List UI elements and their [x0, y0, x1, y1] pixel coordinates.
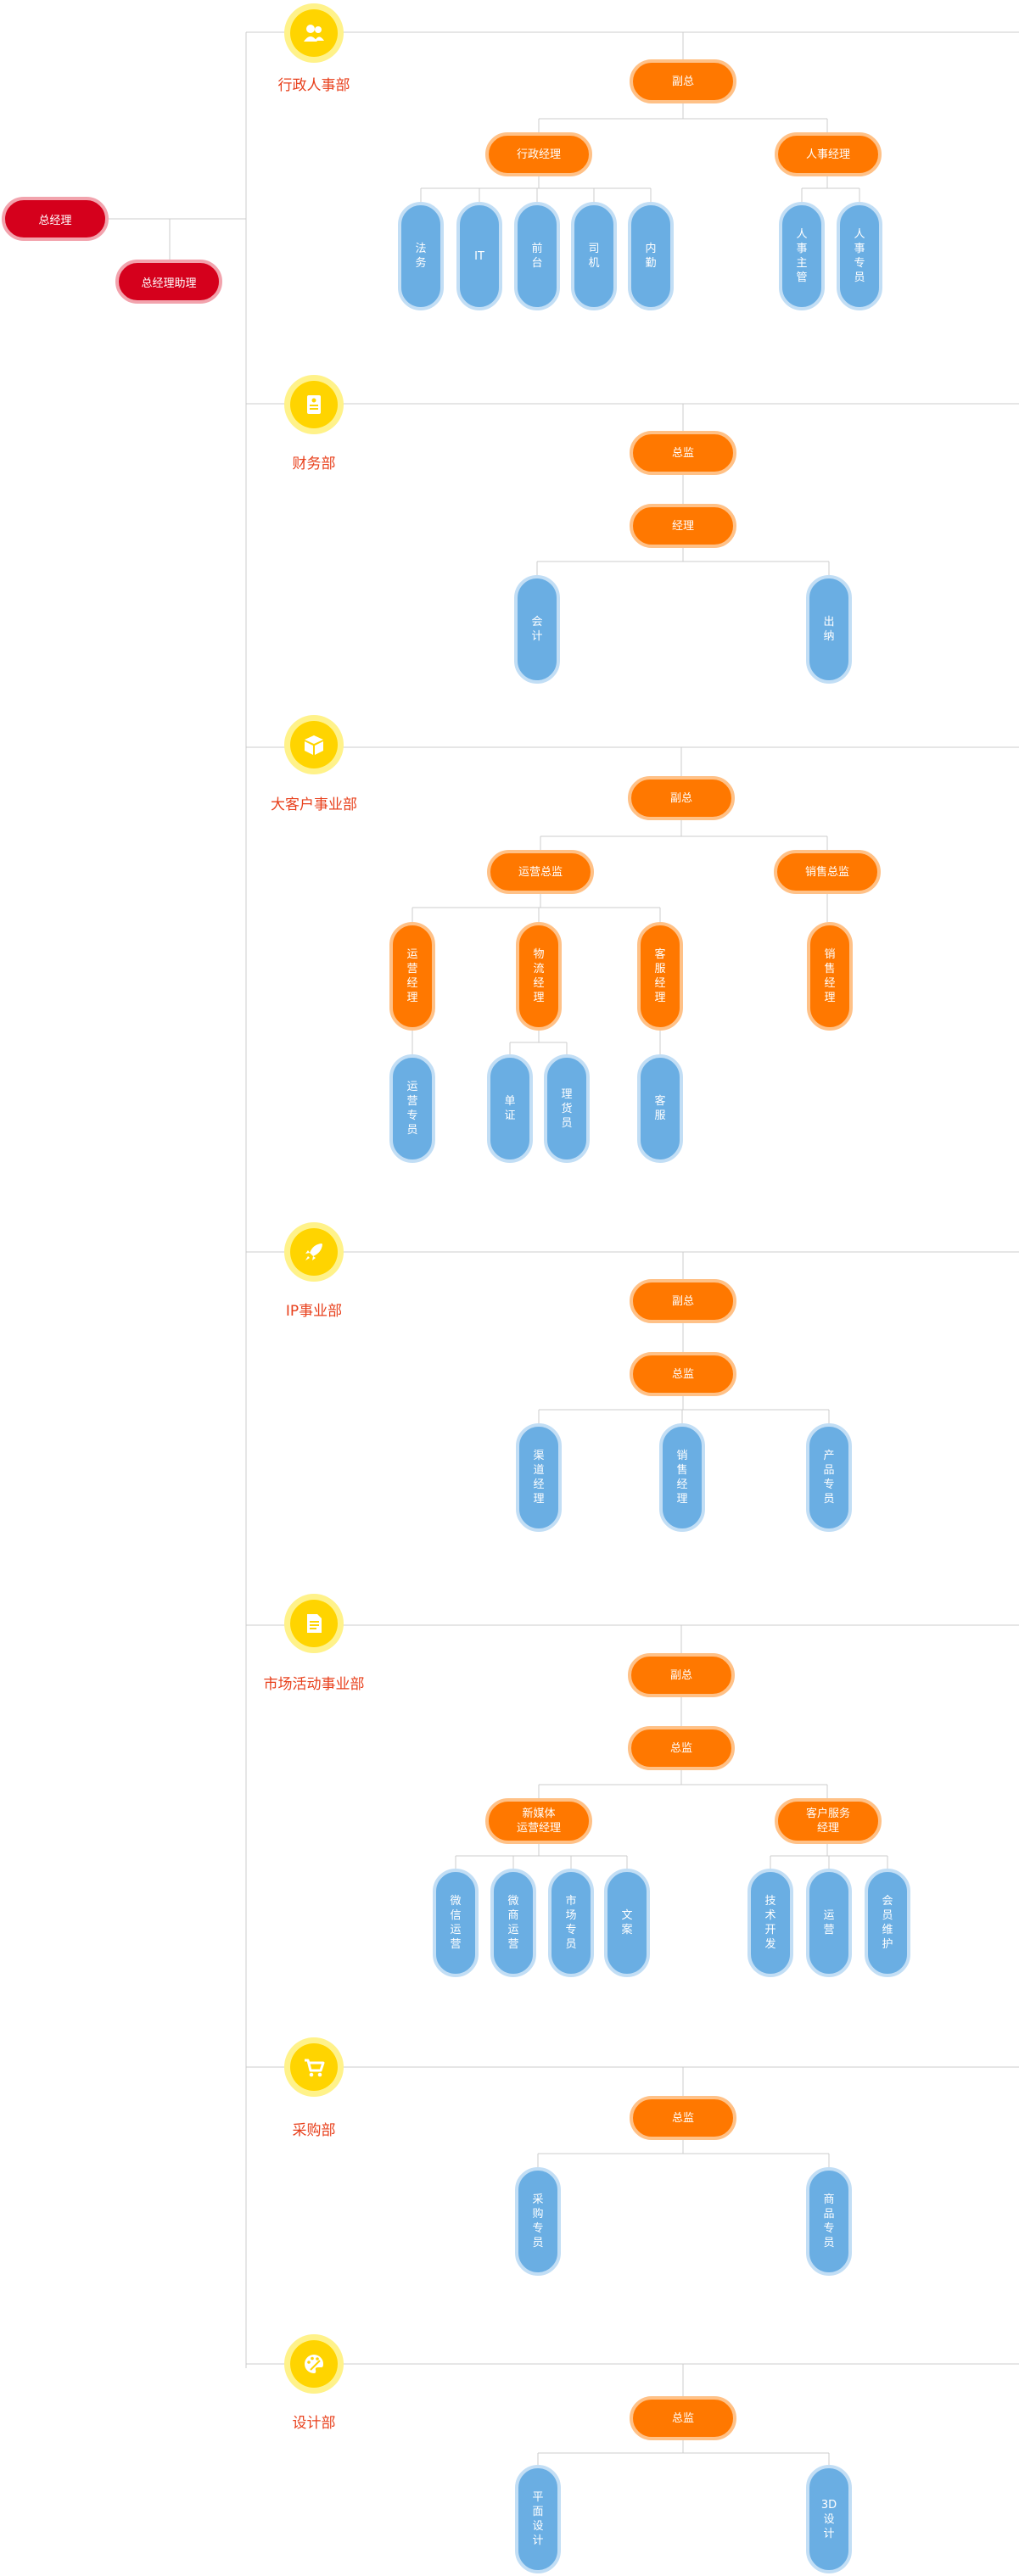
dept-4-media-staff-3[interactable]: 文案	[604, 1869, 650, 1977]
dept-0-icon-badge	[284, 3, 344, 63]
dept-2-logistics-staff-0[interactable]: 单证	[487, 1054, 533, 1163]
dept-4-media-staff-0[interactable]: 微信运营	[433, 1869, 479, 1977]
dept-4-director[interactable]: 总监	[628, 1726, 735, 1770]
dept-5-staff-1[interactable]: 商品专员	[806, 2167, 852, 2276]
dept-0-admin-staff-2[interactable]: 前台	[514, 202, 560, 310]
dept-5-label: 采购部	[292, 2122, 336, 2139]
document-icon	[307, 395, 321, 414]
dept-6-icon-badge	[284, 2334, 344, 2394]
dept-0-admin-staff-0[interactable]: 法务	[398, 202, 444, 310]
people-icon	[304, 25, 324, 42]
dept-2-director-sales[interactable]: 销售总监	[774, 850, 881, 894]
dept-4-service-staff-1[interactable]: 运营	[806, 1869, 852, 1977]
dept-2-manager-ops[interactable]: 运营经理	[389, 922, 435, 1031]
dept-0-admin-staff-1[interactable]: IT	[456, 202, 502, 310]
dept-0-vp[interactable]: 副总	[630, 59, 736, 103]
dept-3-staff-2[interactable]: 产品专员	[806, 1423, 852, 1532]
dept-4-icon-badge	[284, 1594, 344, 1653]
dept-4-media-staff-1[interactable]: 微商运营	[490, 1869, 536, 1977]
rocket-icon	[305, 1243, 322, 1260]
dept-1-staff-1[interactable]: 出纳	[806, 575, 852, 684]
dept-2-director-ops[interactable]: 运营总监	[487, 850, 594, 894]
dept-2-manager-service[interactable]: 客服经理	[637, 922, 683, 1031]
dept-1-icon-badge	[284, 375, 344, 434]
dept-5-staff-0[interactable]: 采购专员	[515, 2167, 561, 2276]
dept-3-icon-badge	[284, 1222, 344, 1282]
dept-0-label: 行政人事部	[277, 77, 350, 94]
dept-1-manager[interactable]: 经理	[630, 504, 736, 548]
dept-2-icon-badge	[284, 715, 344, 774]
dept-0-manager-hr[interactable]: 人事经理	[775, 132, 882, 176]
dept-4-vp[interactable]: 副总	[628, 1653, 735, 1697]
dept-2-label: 大客户事业部	[271, 796, 357, 813]
dept-4-manager-service[interactable]: 客户服务 经理	[775, 1798, 882, 1844]
dept-3-label: IP事业部	[285, 1303, 343, 1320]
dept-2-vp[interactable]: 副总	[628, 776, 735, 820]
dept-4-label: 市场活动事业部	[263, 1676, 365, 1693]
dept-0-hr-staff-0[interactable]: 人事主管	[779, 202, 825, 310]
notes-icon	[307, 1614, 322, 1633]
palette-icon	[305, 2355, 323, 2373]
dept-2-logistics-staff-1[interactable]: 理货员	[544, 1054, 590, 1163]
dept-4-service-staff-0[interactable]: 技术开发	[747, 1869, 793, 1977]
dept-6-staff-0[interactable]: 平面设计	[515, 2465, 561, 2573]
dept-0-admin-staff-4[interactable]: 内勤	[628, 202, 674, 310]
dept-5-icon-badge	[284, 2037, 344, 2097]
box-icon	[305, 735, 323, 755]
dept-1-director[interactable]: 总监	[630, 431, 736, 475]
dept-0-admin-staff-3[interactable]: 司机	[571, 202, 617, 310]
dept-2-manager-sales[interactable]: 销售经理	[807, 922, 853, 1031]
dept-0-manager-admin[interactable]: 行政经理	[485, 132, 592, 176]
dept-6-label: 设计部	[292, 2415, 336, 2432]
dept-3-staff-1[interactable]: 销售经理	[659, 1423, 705, 1532]
dept-4-service-staff-2[interactable]: 会员维护	[865, 1869, 910, 1977]
ceo-node[interactable]: 总经理	[2, 197, 109, 241]
dept-4-manager-media[interactable]: 新媒体 运营经理	[485, 1798, 592, 1844]
cart-icon	[305, 2059, 325, 2077]
dept-3-director[interactable]: 总监	[630, 1352, 736, 1396]
dept-6-director[interactable]: 总监	[630, 2396, 736, 2440]
dept-1-label: 财务部	[292, 455, 336, 472]
ceo-assistant-node[interactable]: 总经理助理	[115, 260, 222, 304]
dept-2-service-staff-0[interactable]: 客服	[637, 1054, 683, 1163]
dept-5-director[interactable]: 总监	[630, 2096, 736, 2140]
dept-2-ops-staff-0[interactable]: 运营专员	[389, 1054, 435, 1163]
dept-1-staff-0[interactable]: 会计	[514, 575, 560, 684]
dept-0-hr-staff-1[interactable]: 人事专员	[837, 202, 882, 310]
dept-3-staff-0[interactable]: 渠道经理	[516, 1423, 562, 1532]
dept-2-manager-logistics[interactable]: 物流经理	[516, 922, 562, 1031]
dept-4-media-staff-2[interactable]: 市场专员	[548, 1869, 594, 1977]
dept-3-vp[interactable]: 副总	[630, 1279, 736, 1323]
